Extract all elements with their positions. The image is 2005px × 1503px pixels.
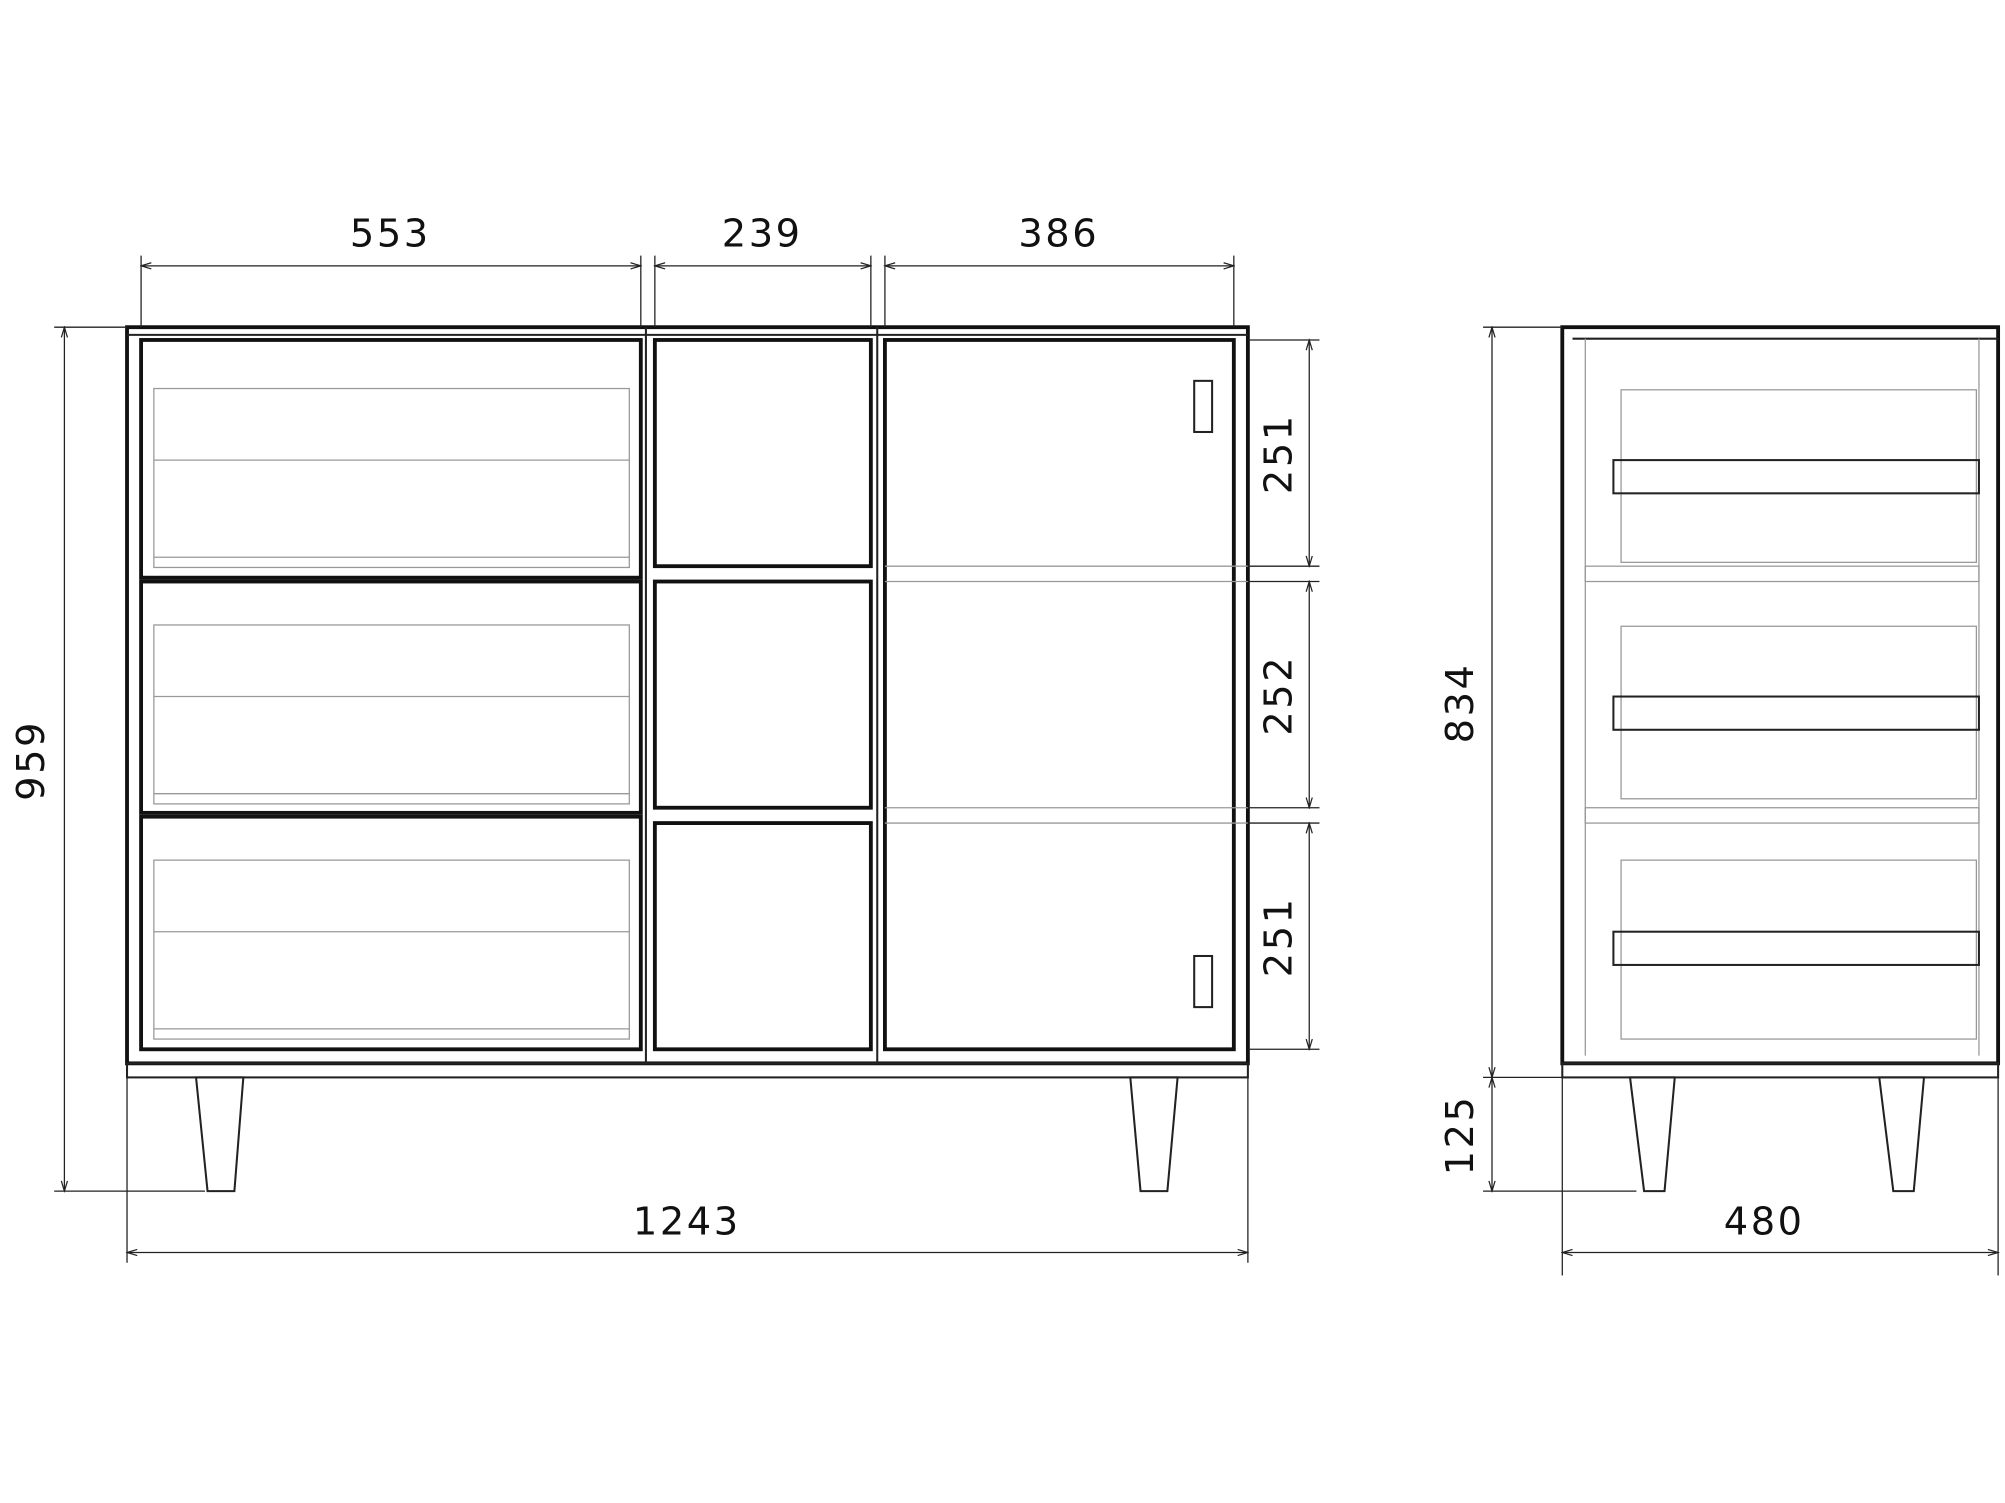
hinge-icon [1193,954,1214,1009]
dim-row-height-bottom: 251 [1256,896,1301,977]
dim-row-height-middle: 252 [1256,655,1301,736]
drawer-front [139,814,643,1052]
side-view [1560,325,2001,1193]
leg [1129,1076,1179,1193]
dim-overall-height: 959 [9,720,54,801]
middle-compartments [644,327,879,1064]
drawer-runner [1612,695,1980,731]
compartment [652,821,873,1052]
leg [194,1076,245,1193]
dim-width-left: 553 [350,212,431,257]
compartment [652,338,873,569]
leg [1628,1076,1676,1193]
compartment [652,579,873,810]
drawer-front [139,579,643,815]
dim-overall-width: 1243 [633,1200,741,1245]
right-door [883,338,1248,1052]
drawer-runner [1612,459,1980,495]
dim-width-right: 386 [1018,212,1099,257]
dim-width-middle: 239 [722,212,803,257]
dim-depth: 480 [1724,1200,1805,1245]
side-dimensions: 834 125 480 [1438,327,1998,1276]
dim-carcass-height: 834 [1438,663,1483,744]
drawer-front [139,338,643,580]
dim-leg-height: 125 [1438,1095,1483,1176]
left-drawers [139,338,643,1052]
front-view [125,325,1250,1193]
hinge-icon [1193,379,1214,434]
front-dimensions: 553 239 386 959 1243 251 252 251 [9,212,1320,1263]
leg [1878,1076,1926,1193]
front-carcass [125,325,1250,1066]
drawer-runner [1612,930,1980,966]
front-plinth [126,1062,1249,1079]
dim-row-height-top: 251 [1256,413,1301,494]
